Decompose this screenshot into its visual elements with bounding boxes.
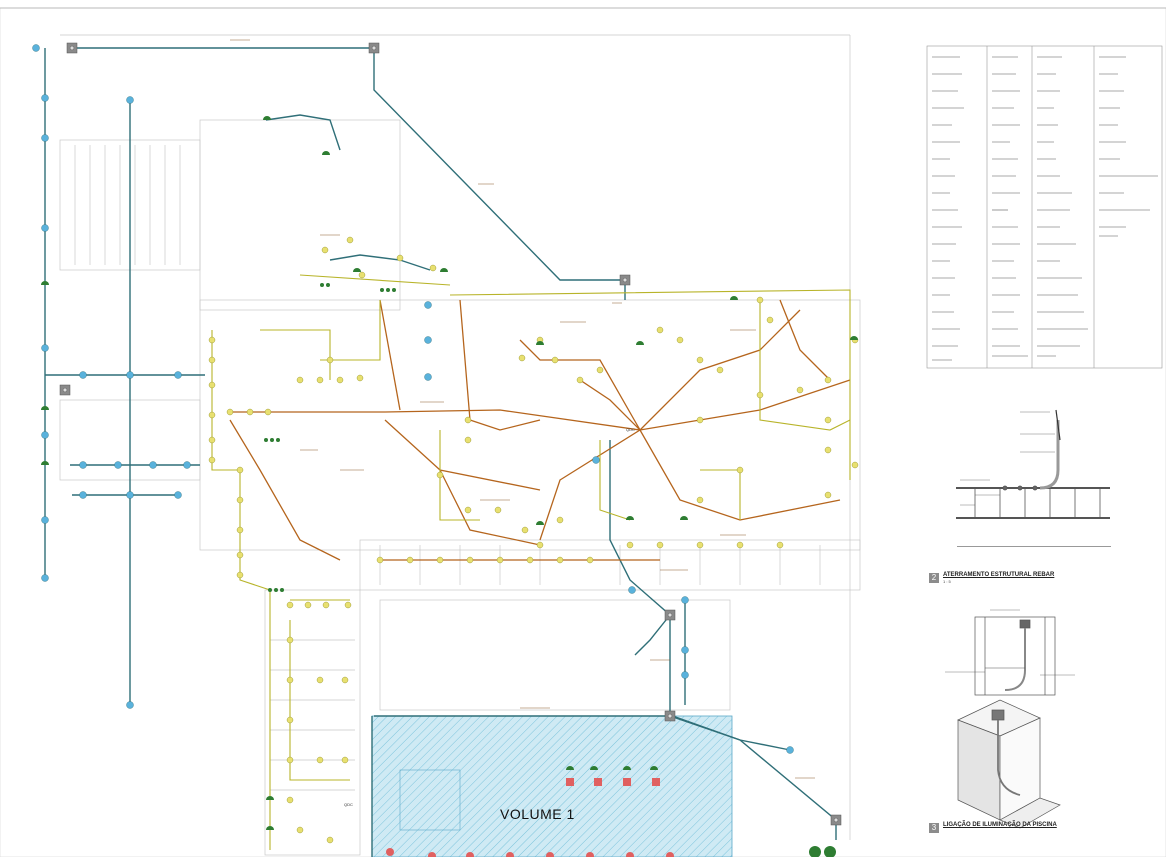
legend-table	[926, 45, 1163, 369]
detail-3-title: LIGAÇÃO DE ILUMINAÇÃO DA PISCINA	[943, 822, 1057, 828]
pool-light-fixtures	[386, 778, 674, 857]
detail-pool-lighting	[945, 609, 1075, 829]
legend-entries	[932, 56, 1158, 361]
pool-volume-label: VOLUME 1	[500, 806, 575, 822]
detail-2-scale: 1 : 5	[943, 579, 951, 584]
lower-panel-label: QDC	[344, 802, 353, 807]
pool-area	[371, 715, 733, 857]
detail-3-number: 3	[929, 823, 939, 833]
brown-feeders	[229, 299, 851, 561]
annotation-marks	[230, 39, 815, 779]
detail-rebar-grounding	[956, 409, 1110, 519]
detail-2-number: 2	[929, 573, 939, 583]
junction-panels	[59, 42, 842, 826]
outdoor-fixtures	[32, 44, 794, 754]
main-panel-label: QDC	[626, 427, 635, 432]
olive-circuits	[211, 274, 851, 850]
detail-2-title: ATERRAMENTO ESTRUTURAL REBAR	[943, 572, 1055, 578]
indoor-fixtures	[208, 236, 859, 844]
green-devices	[41, 116, 858, 857]
